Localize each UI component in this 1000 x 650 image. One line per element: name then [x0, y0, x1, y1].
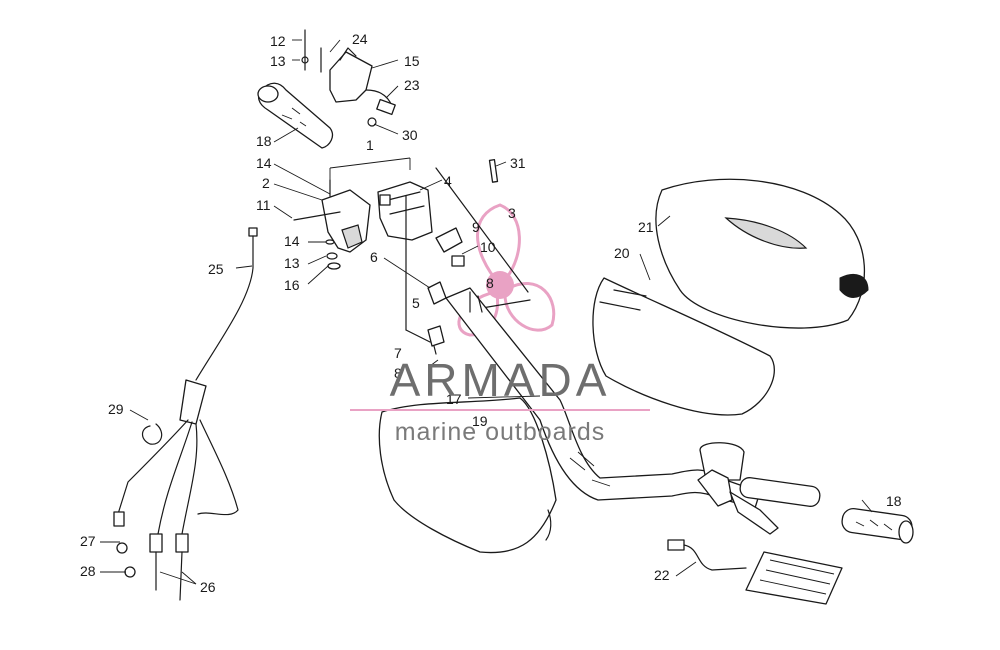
right-handlebar-grip [841, 508, 914, 544]
watermark-brand: ARMADA [390, 354, 611, 406]
grip-heater-element [667, 539, 843, 605]
callout-13b: 13 [284, 255, 300, 271]
callout-26: 26 [200, 579, 216, 595]
handlebar-pad-cover [592, 277, 775, 416]
handlebar-pad [655, 178, 869, 329]
watermark-tagline: marine outboards [395, 418, 606, 446]
callout-19: 19 [472, 413, 488, 429]
callout-25: 25 [208, 261, 224, 277]
callout-10: 10 [480, 239, 496, 255]
pin [488, 159, 499, 183]
callout-2: 2 [262, 175, 270, 191]
callout-28: 28 [80, 563, 96, 579]
throttle-housing-assembly [293, 179, 433, 253]
callout-7: 7 [394, 345, 402, 361]
callout-13: 13 [270, 53, 286, 69]
callout-14b: 14 [284, 233, 300, 249]
callout-27: 27 [80, 533, 96, 549]
callout-1: 1 [366, 137, 374, 153]
callout-12: 12 [270, 33, 286, 49]
callout-16: 16 [284, 277, 300, 293]
callout-24: 24 [352, 31, 368, 47]
callout-18-left: 18 [256, 133, 272, 149]
callout-4: 4 [444, 173, 452, 189]
callout-11: 11 [256, 197, 271, 213]
callout-labels: 12 13 24 15 23 30 18 1 14 2 4 31 11 3 9 … [80, 31, 902, 595]
callout-3: 3 [508, 205, 516, 221]
callout-30: 30 [402, 127, 418, 143]
callout-21: 21 [638, 219, 654, 235]
armada-watermark: ARMADA marine outboards [350, 354, 650, 446]
callout-18-right: 18 [886, 493, 902, 509]
washer-hardware [325, 239, 341, 270]
callout-5: 5 [412, 295, 420, 311]
brake-lever-assembly [697, 442, 821, 535]
left-handlebar-grip [257, 82, 334, 149]
callout-8a: 8 [486, 275, 494, 291]
callout-8b: 8 [394, 365, 402, 381]
callout-29: 29 [108, 401, 124, 417]
callout-15: 15 [404, 53, 420, 69]
callout-6: 6 [370, 249, 378, 265]
callout-23: 23 [404, 77, 420, 93]
callout-14: 14 [256, 155, 272, 171]
callout-9: 9 [472, 219, 480, 235]
leader-lines [100, 39, 873, 585]
throttle-bracket [301, 29, 396, 127]
wiring-harness [113, 227, 258, 601]
lower-shroud [378, 397, 557, 554]
callout-31: 31 [510, 155, 526, 171]
callout-20: 20 [614, 245, 630, 261]
callout-22: 22 [654, 567, 670, 583]
callout-17: 17 [446, 391, 462, 407]
